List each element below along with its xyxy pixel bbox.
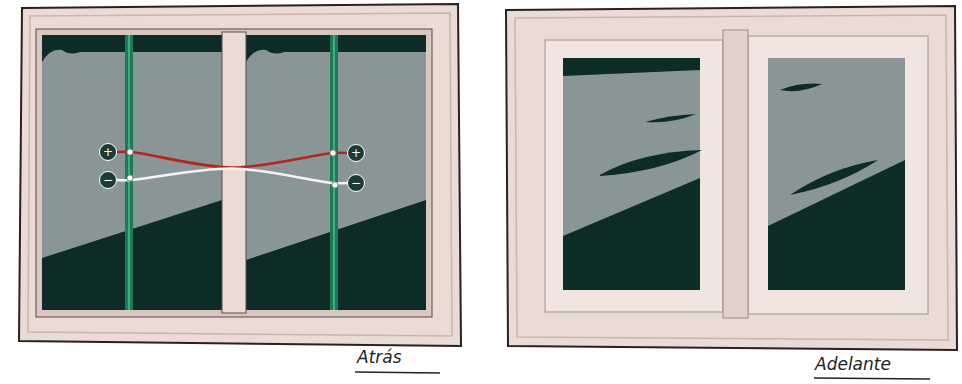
green-bar-highlight <box>333 35 335 310</box>
wire <box>117 152 347 168</box>
underline <box>814 378 930 379</box>
view-label: Adelante <box>815 354 891 374</box>
polarity-sign: + <box>351 147 361 159</box>
reflection-streak <box>645 114 696 122</box>
reflection-streak <box>780 84 822 92</box>
terminal-sign: − <box>99 171 117 189</box>
glass-reflection <box>768 58 905 226</box>
terminal-sign: + <box>99 143 117 161</box>
terminal-dot <box>330 150 336 156</box>
terminal-dot <box>332 182 338 188</box>
back-window <box>19 4 461 373</box>
reflection-streak <box>790 160 878 195</box>
frame-edge <box>515 15 948 340</box>
green-bar-highlight <box>128 35 130 310</box>
glass-pane <box>563 58 700 290</box>
wire <box>117 168 347 183</box>
front-window <box>506 6 957 379</box>
window-frame <box>506 6 957 350</box>
underline <box>355 372 440 373</box>
terminal-dot <box>127 175 133 181</box>
frame-edge <box>28 13 452 336</box>
sash <box>748 36 928 314</box>
mullion <box>723 30 748 318</box>
frame-inner <box>36 29 432 317</box>
glass-pane <box>42 35 222 310</box>
polarity-sign: + <box>103 146 113 158</box>
terminal-dot <box>127 149 133 155</box>
sash <box>545 40 723 312</box>
green-bar <box>125 35 133 310</box>
terminal-sign: + <box>347 144 365 162</box>
polarity-sign: − <box>351 177 361 189</box>
terminal-sign: − <box>347 174 365 192</box>
polarity-sign: − <box>103 174 113 186</box>
window-frame <box>19 4 461 346</box>
glass-pane <box>768 58 905 290</box>
green-bar <box>330 35 338 310</box>
reflection-streak <box>600 150 702 176</box>
mullion <box>222 32 246 313</box>
view-label: Atrás <box>357 347 402 367</box>
